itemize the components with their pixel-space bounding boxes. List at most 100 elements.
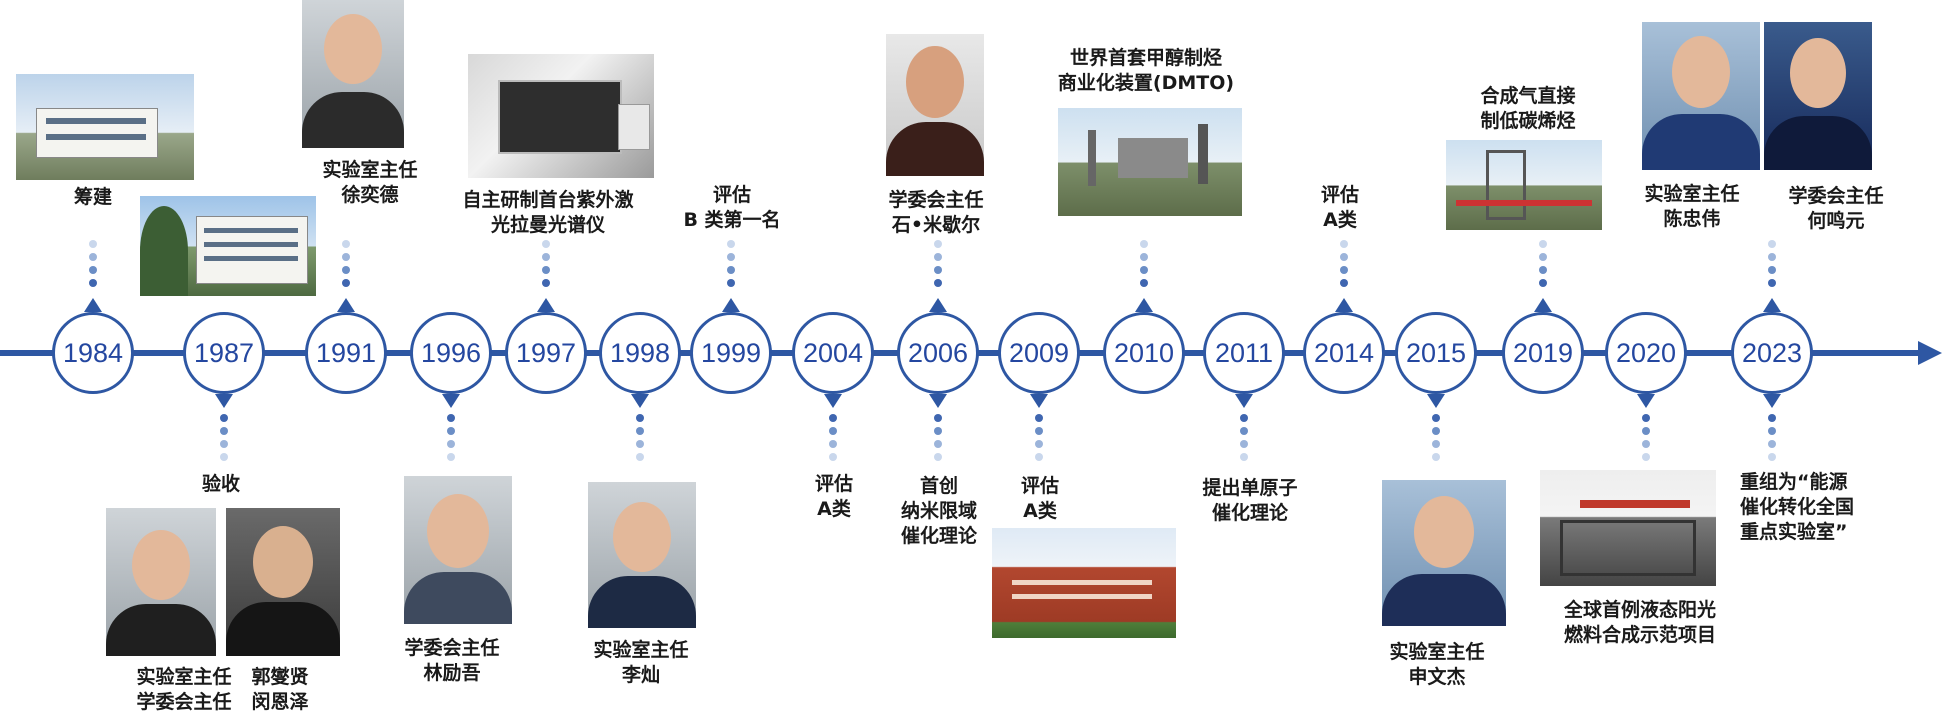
year-node-2015: 2015 bbox=[1395, 312, 1477, 394]
label-1998: 实验室主任 李灿 bbox=[579, 638, 703, 688]
dots-1996 bbox=[447, 414, 455, 466]
timeline-arrowhead bbox=[1918, 341, 1942, 365]
connector-up-2010 bbox=[1135, 298, 1153, 312]
label-2010-line1: 世界首套甲醇制烃 bbox=[1069, 47, 1222, 69]
connector-up-1999 bbox=[722, 298, 740, 312]
photo-1998-portrait bbox=[588, 482, 696, 628]
dots-1984 bbox=[89, 240, 97, 292]
label-2006-top-line1: 学委会主任 bbox=[888, 189, 984, 211]
label-1987-role2: 学委会主任 bbox=[136, 691, 232, 713]
label-2020-bottom-line2: 燃料合成示范项目 bbox=[1563, 624, 1716, 646]
photo-2009-building bbox=[992, 528, 1176, 638]
photo-2006-portrait bbox=[886, 34, 984, 176]
connector-down-1996 bbox=[442, 394, 460, 408]
photo-1987-portrait-left bbox=[106, 508, 216, 656]
year-node-1987: 1987 bbox=[183, 312, 265, 394]
photo-2010-dmto-plant bbox=[1058, 108, 1242, 216]
photo-1984-building bbox=[16, 74, 194, 180]
label-2020-top: 实验室主任 陈忠伟 bbox=[1630, 182, 1754, 232]
label-1996-line2: 林励吾 bbox=[423, 662, 481, 684]
dots-2006-bottom bbox=[934, 414, 942, 466]
connector-up-1997 bbox=[537, 298, 555, 312]
year-node-2006: 2006 bbox=[897, 312, 979, 394]
year-node-1996: 1996 bbox=[410, 312, 492, 394]
connector-down-2004 bbox=[824, 394, 842, 408]
label-2014-line1: 评估 bbox=[1320, 184, 1359, 206]
label-2020-top-right-line2: 何鸣元 bbox=[1807, 210, 1865, 232]
label-2006-top: 学委会主任 石•米歇尔 bbox=[874, 188, 998, 238]
connector-up-2014 bbox=[1335, 298, 1353, 312]
photo-2020-portrait-left bbox=[1642, 22, 1760, 170]
connector-down-2011 bbox=[1235, 394, 1253, 408]
label-2020-top-line1: 实验室主任 bbox=[1644, 183, 1740, 205]
label-2011-line1: 提出单原子 bbox=[1202, 477, 1298, 499]
dots-1987 bbox=[220, 414, 228, 466]
label-1997-line2: 光拉曼光谱仪 bbox=[490, 214, 605, 236]
connector-down-1987 bbox=[215, 394, 233, 408]
photo-1991-portrait bbox=[302, 0, 404, 148]
label-2006-bottom: 首创 纳米限域 催化理论 bbox=[880, 474, 998, 549]
label-1984: 筹建 bbox=[73, 186, 112, 208]
label-1991: 实验室主任 徐奕德 bbox=[300, 158, 440, 208]
label-2015-line2: 申文杰 bbox=[1408, 666, 1466, 688]
label-2015-line1: 实验室主任 bbox=[1389, 641, 1485, 663]
connector-up-2023 bbox=[1763, 298, 1781, 312]
label-2023-line2: 催化转化全国 bbox=[1740, 496, 1855, 518]
connector-down-1998 bbox=[631, 394, 649, 408]
year-node-2023: 2023 bbox=[1731, 312, 1813, 394]
label-1987-name1: 郭燮贤 bbox=[251, 666, 309, 688]
label-1991-line1: 实验室主任 bbox=[322, 159, 418, 181]
year-node-1999: 1999 bbox=[690, 312, 772, 394]
label-1999-line1: 评估 bbox=[712, 184, 751, 206]
label-1999: 评估 B 类第一名 bbox=[670, 183, 794, 233]
label-2020-top-right-line1: 学委会主任 bbox=[1788, 185, 1884, 207]
connector-down-2020 bbox=[1637, 394, 1655, 408]
label-2010-line2: 商业化装置(DMTO) bbox=[1057, 72, 1235, 94]
photo-1997-spectrometer bbox=[468, 54, 654, 178]
label-1998-line2: 李灿 bbox=[621, 664, 660, 686]
label-1987-roles: 实验室主任 学委会主任 bbox=[128, 665, 240, 715]
connector-down-2023 bbox=[1763, 394, 1781, 408]
label-2006-bottom-line3: 催化理论 bbox=[900, 525, 977, 547]
label-2006-top-line2: 石•米歇尔 bbox=[891, 214, 981, 236]
photo-2019-plant bbox=[1446, 140, 1602, 230]
dots-2009 bbox=[1035, 414, 1043, 466]
connector-up-1991 bbox=[337, 298, 355, 312]
year-node-1997: 1997 bbox=[505, 312, 587, 394]
connector-down-2006 bbox=[929, 394, 947, 408]
label-2006-bottom-line1: 首创 bbox=[919, 475, 958, 497]
dots-2004 bbox=[829, 414, 837, 466]
connector-up-2019 bbox=[1534, 298, 1552, 312]
label-1987: 验收 bbox=[201, 473, 240, 495]
label-2004-line2: A类 bbox=[817, 498, 851, 520]
label-1996-line1: 学委会主任 bbox=[404, 637, 500, 659]
label-2020-bottom: 全球首例液态阳光 燃料合成示范项目 bbox=[1540, 598, 1740, 648]
label-2009-line1: 评估 bbox=[1020, 475, 1059, 497]
label-1999-line2: B 类第一名 bbox=[683, 209, 781, 231]
year-node-2004: 2004 bbox=[792, 312, 874, 394]
dots-2014 bbox=[1340, 240, 1348, 292]
year-node-2009: 2009 bbox=[998, 312, 1080, 394]
dots-1991 bbox=[342, 240, 350, 292]
label-2019: 合成气直接 制低碳烯烃 bbox=[1458, 84, 1598, 134]
label-1996: 学委会主任 林励吾 bbox=[390, 636, 514, 686]
label-1991-line2: 徐奕德 bbox=[341, 184, 399, 206]
dots-2023-top bbox=[1768, 240, 1776, 292]
label-2023-line1: 重组为“能源 bbox=[1740, 471, 1848, 493]
label-2004-line1: 评估 bbox=[814, 473, 853, 495]
label-2014-line2: A类 bbox=[1323, 209, 1357, 231]
label-2023-line3: 重点实验室” bbox=[1740, 521, 1848, 543]
dots-2023-bottom bbox=[1768, 414, 1776, 466]
label-1998-line1: 实验室主任 bbox=[593, 639, 689, 661]
label-2009-line2: A类 bbox=[1023, 500, 1057, 522]
connector-up-2006 bbox=[929, 298, 947, 312]
dots-1999 bbox=[727, 240, 735, 292]
dots-2020 bbox=[1642, 414, 1650, 466]
label-2019-line2: 制低碳烯烃 bbox=[1480, 110, 1576, 132]
photo-2020-solar-fuel-plant bbox=[1540, 470, 1716, 586]
dots-2010 bbox=[1140, 240, 1148, 292]
photo-1987-building bbox=[140, 196, 316, 296]
year-node-1984: 1984 bbox=[52, 312, 134, 394]
connector-down-2009 bbox=[1030, 394, 1048, 408]
